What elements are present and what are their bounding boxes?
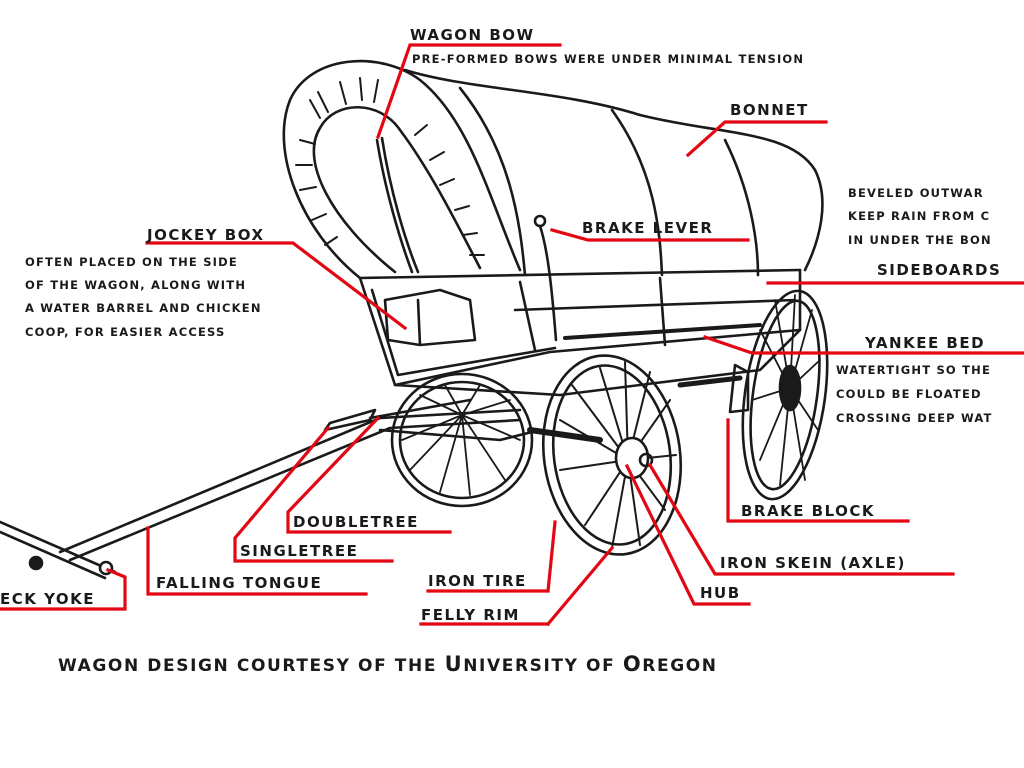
leader-bonnet — [685, 120, 828, 158]
neck-yoke-bar — [0, 520, 117, 580]
bow-rib-2 — [380, 136, 420, 274]
leader-doubletree — [286, 415, 452, 534]
leader-iron-tire — [426, 520, 557, 593]
credit-o-initial: O — [622, 652, 643, 676]
desc-sideboards-3: IN UNDER THE BON — [848, 233, 992, 247]
credit-u-initial: U — [444, 652, 464, 676]
desc-jockey-box-4: COOP, FOR EASIER ACCESS — [25, 325, 226, 339]
leader-wagon-bow — [375, 43, 562, 140]
label-iron-tire: IRON TIRE — [428, 572, 527, 590]
leader-brake-block — [726, 418, 910, 523]
bonnet-rib-2 — [610, 108, 664, 277]
brake-block-shape — [728, 363, 750, 414]
label-bonnet: BONNET — [730, 101, 809, 119]
leader-falling-tongue — [146, 526, 368, 596]
desc-sideboards-1: BEVELED OUTWAR — [848, 186, 984, 200]
label-felly-rim: FELLY RIM — [421, 606, 520, 624]
front-wheel — [541, 354, 683, 556]
hounds — [368, 398, 542, 442]
label-doubletree: DOUBLETREE — [293, 513, 419, 531]
bonnet-rib-1 — [458, 86, 527, 277]
bed-rail — [393, 328, 802, 387]
label-singletree: SINGLETREE — [240, 542, 359, 560]
leader-singletree — [233, 425, 394, 563]
jockey-box-shape — [383, 288, 477, 347]
leader-hub — [624, 463, 751, 606]
desc-jockey-box-3: A WATER BARREL AND CHICKEN — [25, 301, 262, 315]
label-falling-tongue: FALLING TONGUE — [156, 574, 323, 592]
desc-jockey-box-1: OFTEN PLACED ON THE SIDE — [25, 255, 238, 269]
leader-iron-skein — [647, 462, 955, 576]
leader-felly-rim — [419, 545, 615, 627]
credit-o-rest: REGON — [642, 656, 718, 676]
credit-line: WAGON DESIGN COURTESY OF THE UNIVERSITY … — [58, 652, 718, 676]
label-iron-skein: IRON SKEIN (AXLE) — [720, 554, 906, 572]
desc-yankee-bed-1: WATERTIGHT SO THE — [836, 363, 992, 377]
tongue — [58, 408, 522, 562]
credit-u-rest: NIVERSITY — [463, 656, 579, 676]
credit-prefix: WAGON DESIGN COURTESY OF THE — [58, 656, 445, 676]
front-hub — [614, 436, 650, 480]
label-brake-block: BRAKE BLOCK — [741, 502, 876, 520]
label-sideboards: SIDEBOARDS — [877, 261, 1002, 279]
desc-jockey-box-2: OF THE WAGON, ALONG WITH — [25, 278, 247, 292]
credit-middle: OF — [578, 656, 623, 676]
label-neck-yoke: ECK YOKE — [0, 590, 96, 608]
leader-neck-yoke — [0, 567, 127, 611]
rear-wheel — [741, 289, 829, 501]
leader-yankee-bed — [702, 334, 1024, 355]
bow-rib — [375, 138, 414, 274]
label-hub: HUB — [700, 584, 741, 602]
bed-body — [358, 268, 802, 397]
label-brake-lever: BRAKE LEVER — [582, 219, 714, 237]
label-wagon-bow: WAGON BOW — [410, 26, 535, 44]
label-yankee-bed: YANKEE BED — [865, 334, 986, 352]
bonnet-rib-3 — [723, 138, 760, 277]
doubletree-bar — [323, 408, 377, 432]
far-front-wheel — [390, 372, 534, 508]
desc-wagon-bow: PRE-FORMED BOWS WERE UNDER MINIMAL TENSI… — [412, 52, 805, 66]
front-bow-inner — [312, 106, 482, 274]
leader-brake-lever — [550, 228, 750, 242]
desc-yankee-bed-2: COULD BE FLOATED — [836, 387, 982, 401]
bed-top-edge — [358, 268, 802, 280]
leader-jockey-box — [145, 241, 408, 331]
brake-bar — [563, 323, 762, 340]
brake-lever-knob — [533, 214, 547, 228]
desc-yankee-bed-3: CROSSING DEEP WAT — [836, 411, 993, 425]
brake-lever-rod — [538, 224, 558, 342]
front-bow-outer — [282, 59, 522, 280]
label-jockey-box: JOCKEY BOX — [147, 226, 265, 244]
desc-sideboards-2: KEEP RAIN FROM C — [848, 209, 991, 223]
bed-panel — [370, 276, 797, 377]
